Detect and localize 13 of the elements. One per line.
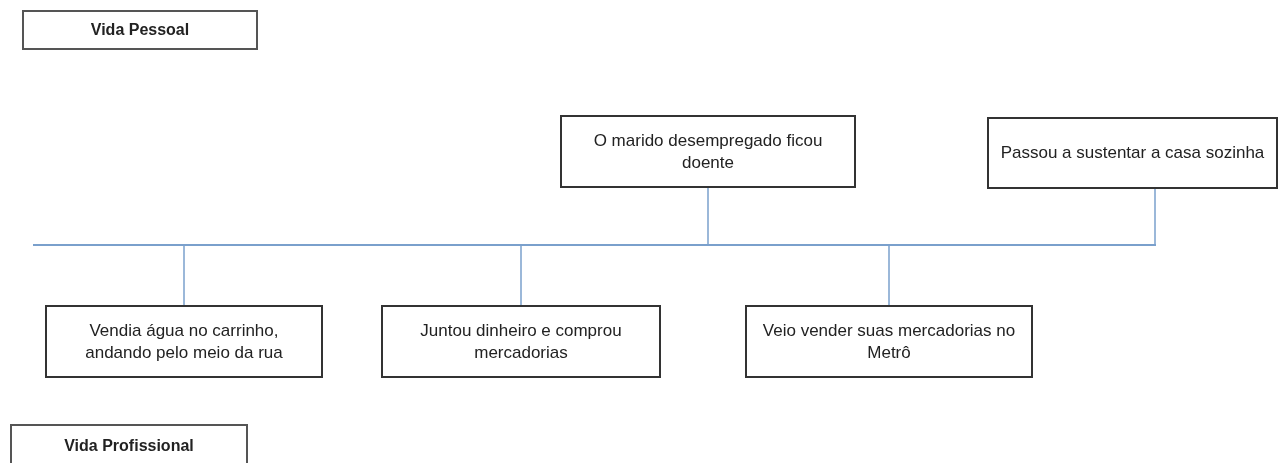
event-box: Vendia água no carrinho, andando pelo meio da rua xyxy=(45,305,323,378)
connector-line xyxy=(520,245,522,306)
connector-line xyxy=(1154,188,1156,245)
connector-line xyxy=(183,245,185,306)
connector-line xyxy=(888,245,890,306)
section-heading-box: Vida Pessoal xyxy=(22,10,258,50)
event-box: Juntou dinheiro e comprou mercadorias xyxy=(381,305,661,378)
section-heading-box: Vida Profissional xyxy=(10,424,248,463)
connector-line xyxy=(707,187,709,245)
event-box: Veio vender suas mercadorias no Metrô xyxy=(745,305,1033,378)
event-box: Passou a sustentar a casa sozinha xyxy=(987,117,1278,189)
timeline-line xyxy=(33,244,1156,246)
event-box: O marido desempregado ficou doente xyxy=(560,115,856,188)
